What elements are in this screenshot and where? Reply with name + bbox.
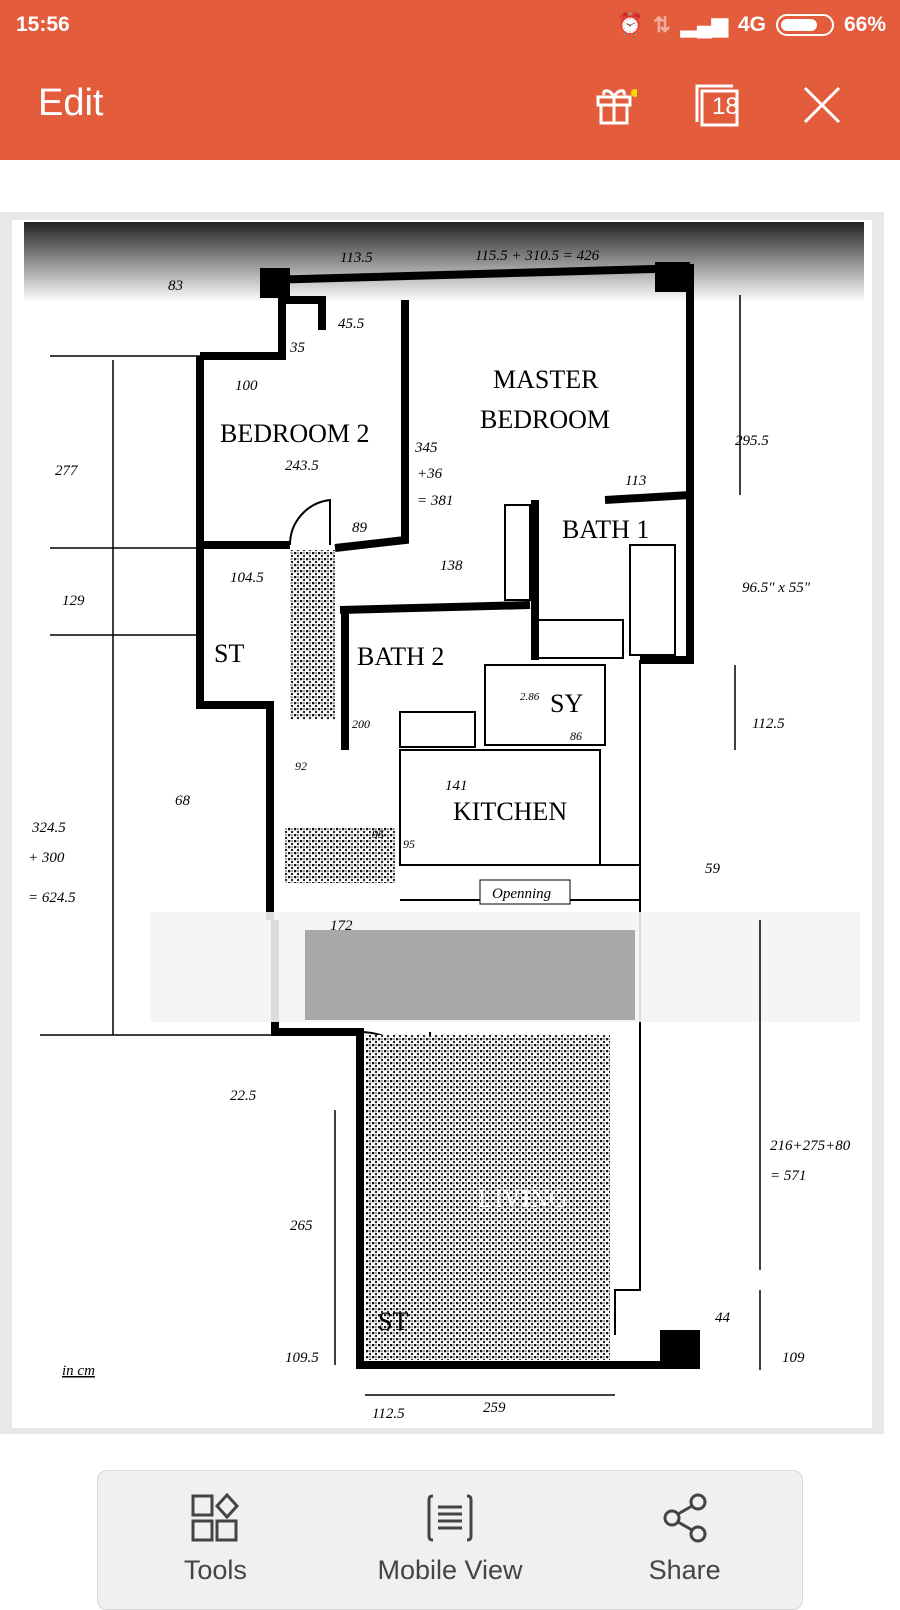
- dimension-label: 96.5" x 55": [742, 580, 811, 596]
- dimension-label: 138: [440, 558, 463, 574]
- share-icon: [663, 1493, 707, 1543]
- dimension-label: 277: [55, 463, 79, 479]
- tools-label: Tools: [183, 1555, 247, 1585]
- dimension-label: = 624.5: [28, 890, 76, 906]
- status-bar: 15:56 ⏰ ⇅ ▂▄▆ 4G 66%: [16, 10, 886, 40]
- room-label: BATH 2: [357, 642, 444, 671]
- dimension-label: 35: [289, 340, 306, 356]
- gift-icon: [596, 89, 637, 125]
- room-label: ST: [378, 1307, 408, 1336]
- alarm-icon: ⏰: [617, 13, 644, 36]
- floor-plan-page: MASTER BEDROOM BEDROOM 2 BATH 1 BATH 2 S…: [12, 220, 872, 1428]
- dimension-lines: [40, 295, 761, 1396]
- room-label: BATH 1: [562, 515, 649, 544]
- dimension-label: = 571: [770, 1168, 806, 1184]
- dimension-label: 200: [352, 717, 370, 731]
- dimension-label: 172: [330, 918, 353, 934]
- dimension-label: 86: [570, 729, 582, 743]
- mobile-view-icon: [427, 1494, 473, 1542]
- dimension-label: 295.5: [735, 433, 769, 449]
- dimension-label: 141: [445, 778, 468, 794]
- dimension-label: 22.5: [230, 1088, 257, 1104]
- gift-button[interactable]: [590, 80, 640, 130]
- battery-icon: [775, 14, 834, 36]
- dimension-label: 109: [782, 1350, 805, 1366]
- room-label: MASTER: [493, 365, 599, 394]
- signal-icon: ▂▄▆: [680, 13, 728, 37]
- room-label: BEDROOM 2: [220, 419, 370, 448]
- dimension-label: + 300: [28, 850, 65, 866]
- dimension-label: 68: [175, 793, 191, 809]
- opening-label: Openning: [492, 886, 552, 902]
- dimension-label: = 381: [417, 493, 453, 509]
- dimension-label: 59: [705, 861, 721, 877]
- dimension-label: 216+275+80: [770, 1138, 851, 1154]
- dimension-label: 259: [483, 1400, 506, 1416]
- bottom-toolbar: Tools Mobile View Share: [97, 1470, 803, 1610]
- dimension-label: 345: [414, 440, 438, 456]
- dimension-label: 112.5: [752, 716, 785, 732]
- dimension-label: 113: [625, 473, 646, 489]
- dimension-label: 115.5 + 310.5 = 426: [475, 248, 600, 264]
- dimension-label: 243.5: [285, 458, 319, 474]
- close-icon: [803, 86, 841, 124]
- room-label: BEDROOM: [480, 405, 610, 434]
- network-type: 4G: [737, 13, 766, 36]
- room-label: LIVING: [478, 1184, 568, 1213]
- dimension-label: 104.5: [230, 570, 264, 586]
- scan-shading: [24, 222, 864, 302]
- dimension-labels: 83 113.5 115.5 + 310.5 = 426 45.5 35 100…: [28, 248, 851, 1422]
- mobile-view-button[interactable]: Mobile View: [333, 1471, 568, 1609]
- dimension-label: 89: [352, 520, 368, 536]
- room-label: SY: [550, 689, 583, 718]
- room-label: KITCHEN: [453, 797, 567, 826]
- close-button[interactable]: [797, 80, 847, 130]
- notification-dot: [631, 89, 637, 97]
- dimension-label: 45.5: [338, 316, 365, 332]
- dimension-label: 109.5: [285, 1350, 319, 1366]
- dimension-label: 129: [62, 593, 85, 609]
- dimension-label: 112.5: [372, 1406, 405, 1422]
- dimension-label: 324.5: [31, 820, 66, 836]
- room-label: ST: [214, 639, 244, 668]
- dimension-label: 83: [168, 278, 183, 294]
- share-button[interactable]: Share: [567, 1471, 802, 1609]
- dimension-label: +36: [417, 466, 443, 482]
- floor-plan: MASTER BEDROOM BEDROOM 2 BATH 1 BATH 2 S…: [24, 222, 864, 1422]
- app-bar: 15:56 ⏰ ⇅ ▂▄▆ 4G 66% Edit 18: [0, 0, 900, 160]
- tools-icon: [191, 1493, 240, 1542]
- dimension-label: 95: [372, 827, 384, 841]
- battery-percent: 66%: [843, 13, 886, 36]
- status-time: 15:56: [16, 13, 70, 36]
- tools-button[interactable]: Tools: [98, 1471, 333, 1609]
- dimension-label: 92: [295, 759, 307, 773]
- document-viewer[interactable]: MASTER BEDROOM BEDROOM 2 BATH 1 BATH 2 S…: [0, 212, 884, 1434]
- page-title: Edit: [38, 82, 104, 124]
- dimension-label: 2.86: [520, 691, 540, 703]
- dimension-label: 113.5: [340, 250, 373, 266]
- data-transfer-icon: ⇅: [653, 13, 671, 37]
- mobile-view-label: Mobile View: [377, 1555, 523, 1585]
- dimension-label: in cm: [62, 1363, 95, 1379]
- dimension-label: 44: [715, 1310, 731, 1326]
- dimension-label: 95: [403, 837, 415, 851]
- dimension-label: 265: [290, 1218, 313, 1234]
- share-label: Share: [648, 1555, 721, 1585]
- page-count: 18: [712, 93, 739, 120]
- dimension-label: 100: [235, 378, 258, 394]
- pages-button[interactable]: 18: [692, 80, 742, 130]
- pages-icon: [695, 84, 739, 127]
